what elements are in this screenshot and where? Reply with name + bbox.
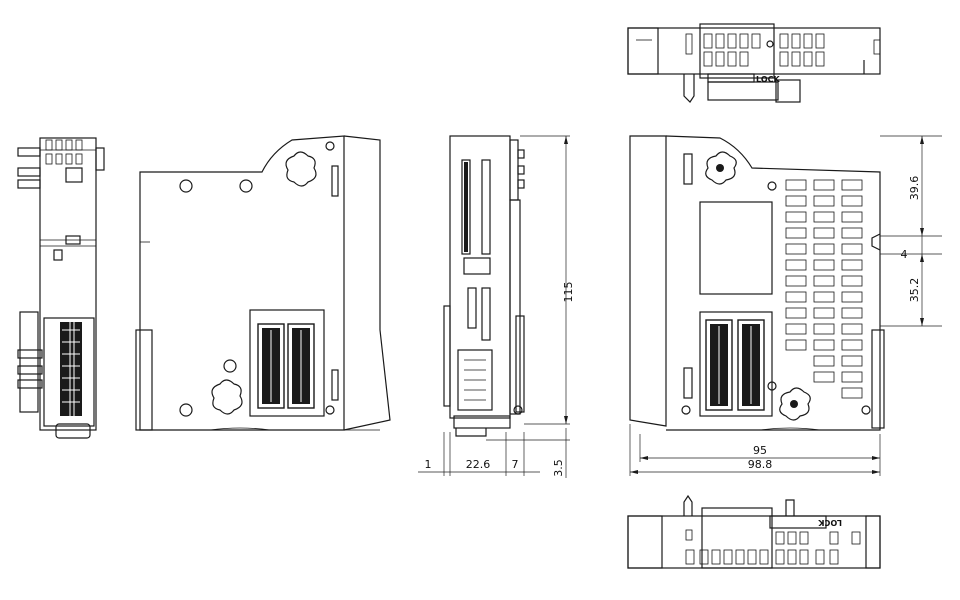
front-view: [135, 135, 391, 431]
dim-98-8: 98.8: [748, 458, 773, 471]
dim-3-5: 3.5: [552, 459, 565, 477]
dim-39-6: 39.6: [908, 176, 921, 201]
dim-7: 7: [512, 458, 519, 471]
dim-35-2: 35.2: [908, 278, 921, 303]
dim-115: 115: [562, 282, 575, 303]
dim-22-6: 22.6: [466, 458, 491, 471]
dim-4: 4: [901, 248, 908, 261]
side-view: 115 3.5 1 22.6 7: [418, 135, 575, 478]
dim-1: 1: [425, 458, 432, 471]
vent-grid: [785, 179, 863, 399]
top-view: LOCK: [627, 23, 881, 103]
bottom-view: LOCK: [627, 494, 881, 569]
lock-label-top: LOCK: [756, 75, 780, 84]
rear-view: 39.6 4 35.2 95 98.8: [629, 135, 942, 476]
dim-95: 95: [753, 444, 767, 457]
lock-label-bottom: LOCK: [818, 518, 842, 527]
left-side-view: [17, 137, 105, 439]
